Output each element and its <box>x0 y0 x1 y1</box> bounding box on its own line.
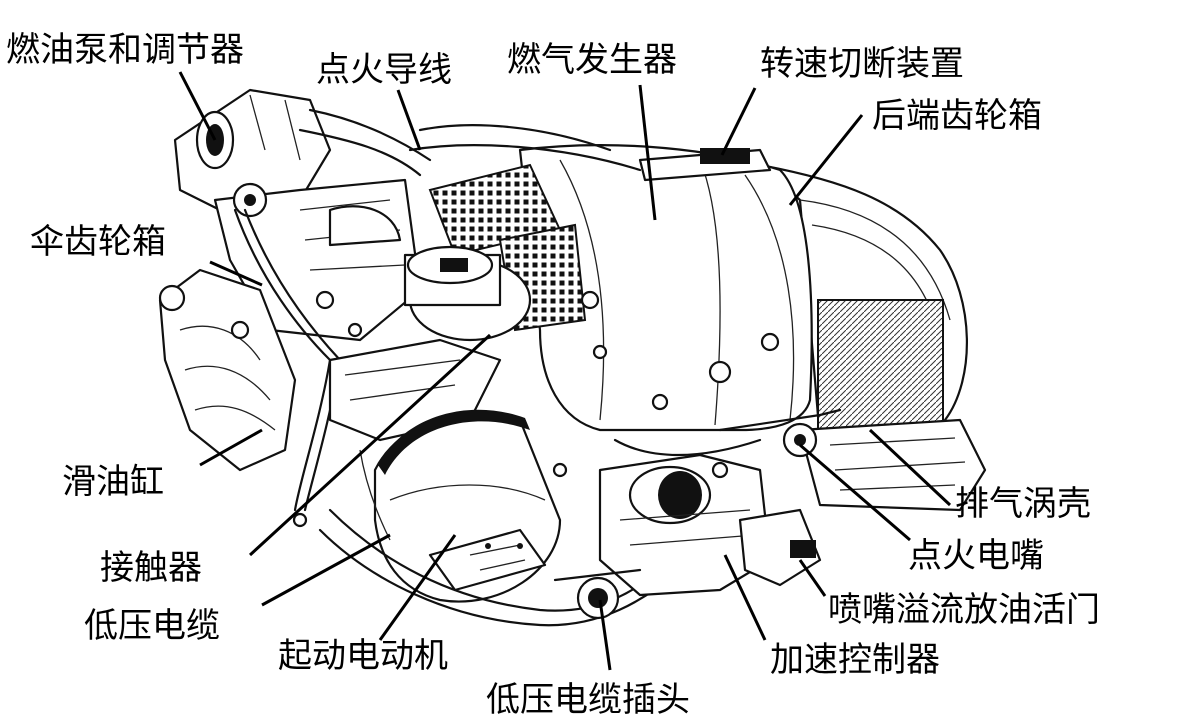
leader-cable-plug <box>598 599 612 671</box>
leader-low-voltage-cable <box>261 533 391 607</box>
leader-lines <box>178 71 952 671</box>
leader-nozzle-drain-valve <box>798 559 827 597</box>
label-nozzle-drain-valve: 喷嘴溢流放油活门 <box>828 590 1100 630</box>
leader-oil-tank <box>199 428 263 467</box>
leader-speed-cutoff <box>720 87 757 156</box>
leader-bevel-gearbox <box>209 260 263 287</box>
label-contactor: 接触器 <box>100 548 202 588</box>
leader-starter-motor <box>378 534 457 641</box>
leader-contactor <box>248 333 492 557</box>
label-starter-motor: 起动电动机 <box>278 636 448 676</box>
label-gas-generator: 燃气发生器 <box>507 40 677 80</box>
label-acceleration-controller: 加速控制器 <box>770 640 940 680</box>
leader-ignition-lead <box>396 89 422 151</box>
nozzle-drain-valve <box>738 508 822 587</box>
leader-rear-gearbox <box>788 114 864 206</box>
label-bevel-gearbox: 伞齿轮箱 <box>30 222 166 262</box>
gas-generator-casing <box>518 144 813 432</box>
label-igniter-plug: 点火电嘴 <box>908 536 1044 576</box>
label-ignition-lead: 点火导线 <box>316 50 452 90</box>
leader-fuel-pump <box>178 71 217 141</box>
leader-acceleration-controller <box>723 554 767 641</box>
label-exhaust-collector: 排气涡壳 <box>955 484 1091 524</box>
label-fuel-pump-regulator: 燃油泵和调节器 <box>6 30 244 70</box>
engine-illustration <box>158 88 987 627</box>
label-cable-plug: 低压电缆插头 <box>486 680 690 720</box>
leader-igniter-plug <box>799 443 911 542</box>
exhaust-grille <box>817 299 944 441</box>
leader-exhaust-collector <box>868 428 952 507</box>
label-low-voltage-cable: 低压电缆 <box>84 606 220 646</box>
leader-gas-generator <box>638 84 657 221</box>
exhaust-collector <box>798 418 987 512</box>
label-oil-tank: 滑油缸 <box>62 462 164 502</box>
label-speed-cutoff: 转速切断装置 <box>760 44 964 84</box>
label-rear-gearbox: 后端齿轮箱 <box>872 96 1042 136</box>
